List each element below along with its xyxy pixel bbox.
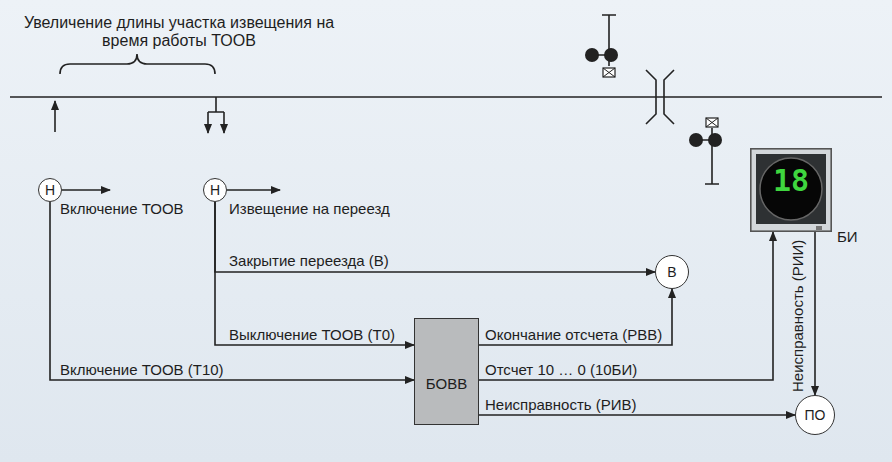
signal-lamp xyxy=(708,133,722,147)
node-circle: Н xyxy=(38,178,62,202)
node-label: БОВВ xyxy=(426,375,467,392)
track-arrow xyxy=(223,112,225,133)
signal-arrow xyxy=(227,189,280,191)
node-label: Н xyxy=(45,182,55,198)
signal-lamp xyxy=(689,133,703,147)
signal-box xyxy=(706,118,718,127)
track-arrow xyxy=(208,97,224,112)
signal-lamp xyxy=(604,48,618,62)
track-arrow xyxy=(207,112,209,133)
node-label: В xyxy=(667,264,676,280)
node-circle: Н xyxy=(203,178,227,202)
signal-label: Извещение на переезд xyxy=(229,200,390,217)
node-label: ПО xyxy=(805,407,826,423)
node-circle: В xyxy=(655,255,689,289)
signal-label: Включение ТООВ xyxy=(60,200,184,217)
unit-label: БИ xyxy=(837,228,858,245)
connector xyxy=(479,414,795,416)
track-arrow xyxy=(54,101,56,132)
connector-label: Неисправность (РИВ) xyxy=(485,396,637,413)
connector-label: Закрытие переезда (В) xyxy=(229,252,389,269)
connector xyxy=(479,232,773,380)
note-text: Увеличение длины участка извещения на вр… xyxy=(20,14,338,51)
connector xyxy=(215,202,414,345)
signal-box xyxy=(603,68,615,77)
unit-box: БОВВ xyxy=(414,318,479,425)
connector-label: Отсчет 10 … 0 (10БИ) xyxy=(485,361,637,378)
connector-label: Окончание отсчета (РВВ) xyxy=(485,326,662,343)
bracket xyxy=(60,54,215,74)
connector xyxy=(814,232,816,395)
connector-label: Неисправность (РИИ) xyxy=(789,240,806,392)
signal-lamp xyxy=(585,48,599,62)
connector xyxy=(479,289,672,345)
signal-arrow xyxy=(62,189,110,191)
node-label: Н xyxy=(210,182,220,198)
connector-label: Включение ТООВ (Т10) xyxy=(60,361,224,378)
rail-line xyxy=(10,96,882,98)
display-digits: 18 xyxy=(766,166,816,196)
crossing-symbol xyxy=(646,70,674,124)
connector-label: Выключение ТООВ (Т0) xyxy=(229,326,395,343)
node-circle: ПО xyxy=(795,395,835,435)
connector xyxy=(50,202,414,380)
